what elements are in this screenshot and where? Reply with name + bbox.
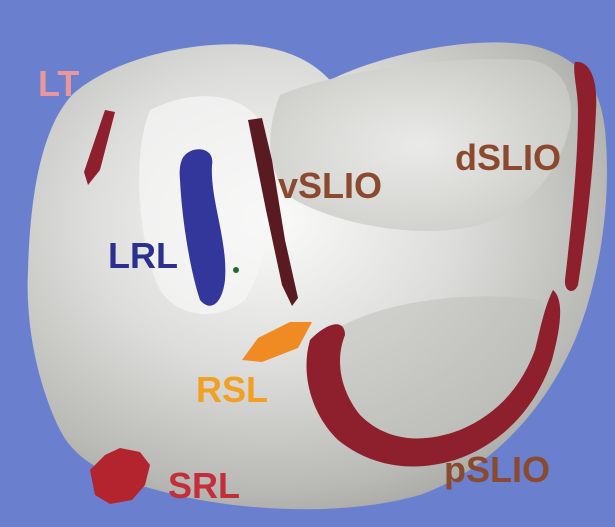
label-dslio: dSLIO bbox=[455, 137, 561, 178]
label-lt: LT bbox=[38, 63, 79, 104]
label-pslio: pSLIO bbox=[444, 449, 550, 490]
label-srl: SRL bbox=[168, 465, 240, 506]
label-rsl: RSL bbox=[196, 369, 268, 410]
label-vslio: vSLIO bbox=[278, 165, 382, 206]
label-lrl: LRL bbox=[108, 235, 178, 276]
marker-dot bbox=[233, 267, 239, 273]
